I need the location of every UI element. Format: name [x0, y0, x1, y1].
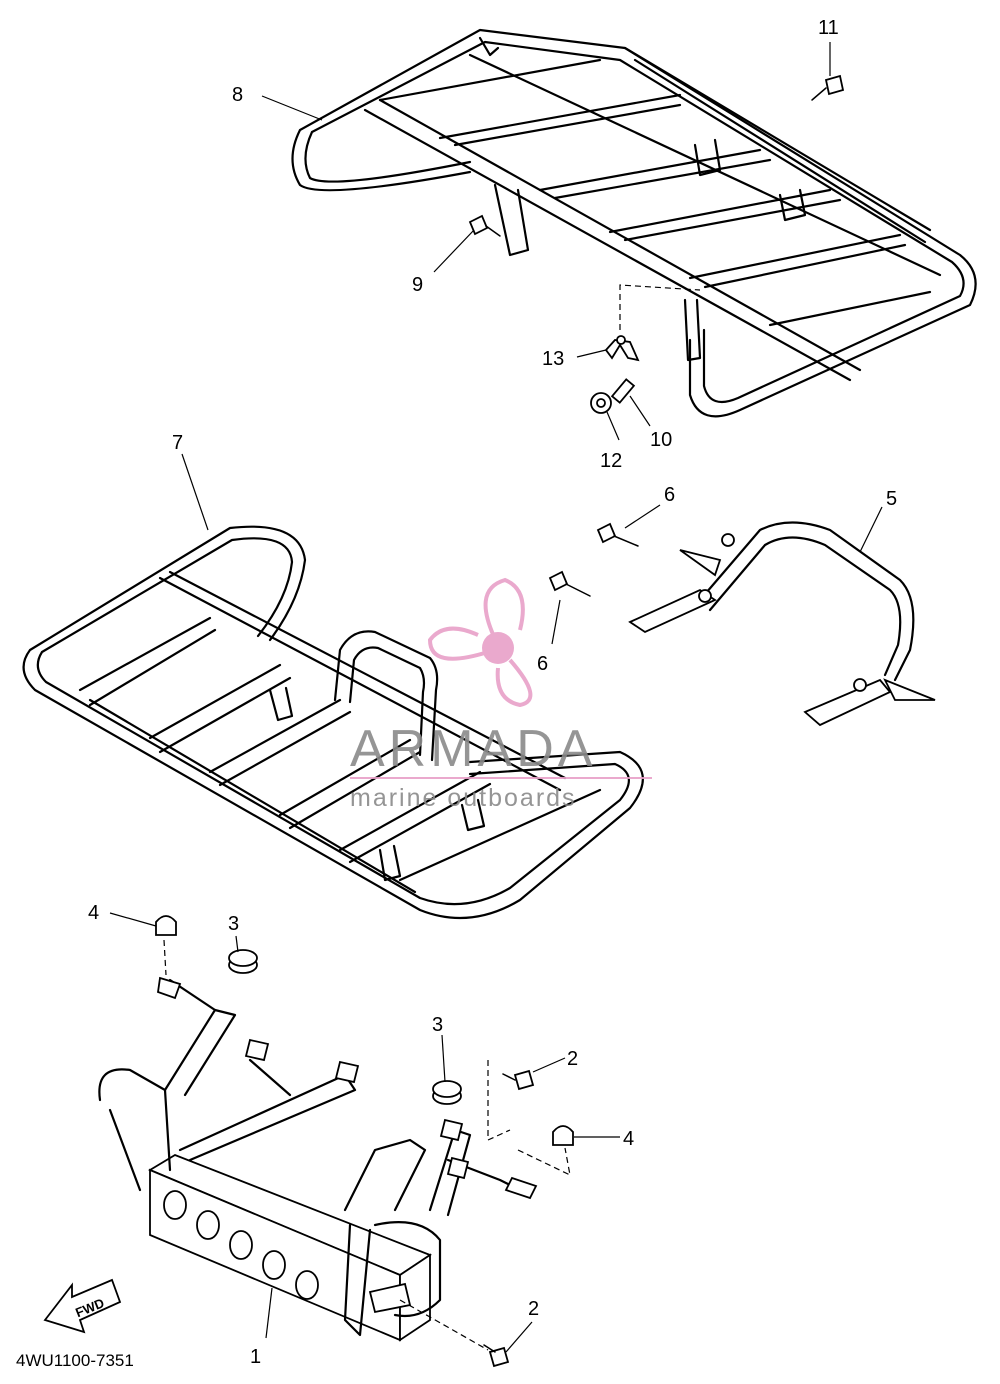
grommet-3-left [228, 949, 258, 974]
callout-3-right: 3 [432, 1014, 443, 1036]
grommet-3-right [432, 1080, 462, 1105]
callout-3-left: 3 [228, 913, 239, 935]
callout-11: 11 [818, 17, 839, 39]
bolt-2-lower [483, 1344, 510, 1368]
callout-7: 7 [172, 432, 183, 454]
watermark-tagline: marine outboards [350, 784, 577, 812]
callout-9: 9 [412, 274, 423, 296]
bolt-6-lower [548, 570, 591, 597]
pin-10 [610, 378, 636, 404]
callout-10: 10 [650, 429, 672, 451]
callout-13: 13 [542, 348, 564, 370]
callout-6-lower: 6 [537, 653, 548, 675]
callout-4-right: 4 [623, 1128, 634, 1150]
watermark: ARMADA marine outboards [350, 577, 652, 812]
callout-5: 5 [886, 488, 897, 510]
callout-2-upper: 2 [567, 1048, 578, 1070]
cap-4-right [552, 1125, 574, 1146]
clip-13 [604, 335, 640, 362]
front-carrier-drawing [22, 525, 644, 920]
logo-hub [482, 632, 514, 664]
leader-lines [109, 42, 883, 1353]
bolt-11 [811, 74, 845, 101]
callout-8: 8 [232, 84, 243, 106]
callout-12: 12 [600, 450, 622, 472]
callouts: 1 2 2 3 3 4 4 5 6 6 7 8 9 10 11 12 13 [88, 17, 897, 1368]
rear-carrier-drawing [291, 28, 977, 418]
bolt-2-upper [502, 1069, 535, 1091]
callout-2-lower: 2 [528, 1298, 539, 1320]
cap-4-left [155, 915, 177, 936]
bolt-9 [468, 214, 501, 237]
fwd-arrow: FWD [43, 1278, 122, 1334]
nut-12 [590, 392, 612, 414]
callout-1: 1 [250, 1346, 261, 1368]
rear-hardware [468, 74, 845, 414]
bumper-drawing [98, 915, 574, 1368]
bolt-6-upper [596, 522, 639, 547]
propeller-logo-icon [427, 577, 533, 708]
callout-4-left: 4 [88, 902, 99, 924]
side-bar-drawing [548, 521, 936, 727]
part-code: 4WU1100-7351 [16, 1351, 134, 1370]
callout-6-upper: 6 [664, 484, 675, 506]
watermark-brand: ARMADA [350, 720, 596, 778]
